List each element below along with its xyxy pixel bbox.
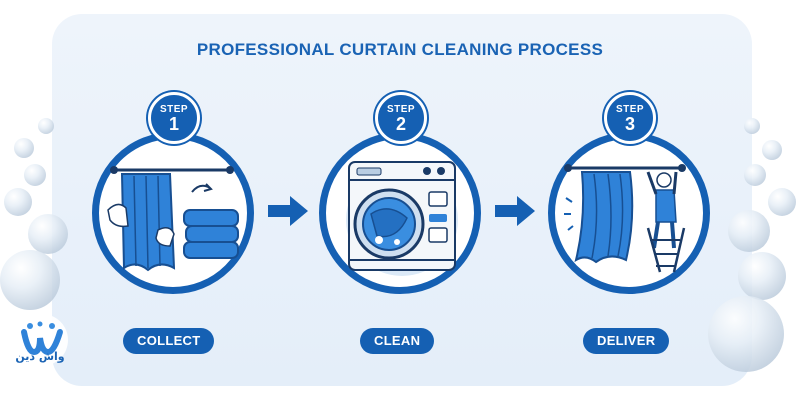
soap-bubble-icon: [744, 118, 760, 134]
soap-bubble-icon: [24, 164, 46, 186]
logo-text: واش دین: [15, 350, 65, 363]
soap-bubble-icon: [744, 164, 766, 186]
step-clean-label: CLEAN: [360, 328, 435, 354]
soap-bubble-icon: [762, 140, 782, 160]
step-badge: STEP 3: [604, 92, 656, 144]
soap-bubble-icon: [14, 138, 34, 158]
step-badge: STEP 1: [148, 92, 200, 144]
soap-bubble-icon: [4, 188, 32, 216]
step-collect-label: COLLECT: [123, 328, 215, 354]
step-badge-label: STEP: [386, 104, 416, 115]
step-deliver-label: DELIVER: [583, 328, 670, 354]
step-badge-label: STEP: [159, 104, 189, 115]
soap-bubble-icon: [0, 250, 60, 310]
step-deliver: STEP 3: [548, 92, 710, 312]
arrow-right-icon: [268, 196, 308, 226]
brand-logo: [16, 314, 68, 366]
curtain-install-icon: [564, 164, 686, 273]
step-collect: STEP 1: [92, 92, 254, 312]
step-badge: STEP 2: [375, 92, 427, 144]
step-badge-number: 1: [168, 114, 179, 134]
soap-bubble-icon: [38, 118, 54, 134]
step-badge-number: 2: [395, 114, 406, 134]
arrow-right-icon: [495, 196, 535, 226]
soap-bubble-icon: [728, 210, 770, 252]
soap-bubble-icon: [708, 296, 784, 372]
curtain-collect-icon: [107, 166, 239, 272]
page-title: PROFESSIONAL CURTAIN CLEANING PROCESS: [196, 40, 604, 59]
soap-bubble-icon: [738, 252, 786, 300]
step-clean: STEP 2: [319, 92, 481, 312]
washing-machine-icon: [346, 161, 458, 276]
step-badge-number: 3: [624, 114, 635, 134]
step-badge-label: STEP: [615, 104, 645, 115]
soap-bubble-icon: [768, 188, 796, 216]
soap-bubble-icon: [28, 214, 68, 254]
